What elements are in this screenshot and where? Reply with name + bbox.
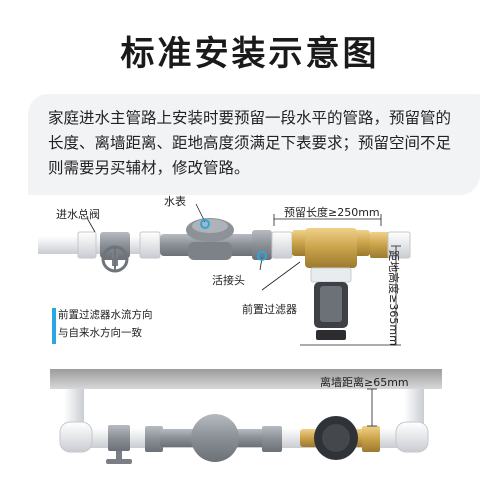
label-union-joint: 活接头 — [212, 274, 245, 287]
elbow — [59, 421, 93, 453]
note-bracket — [52, 308, 56, 344]
callout-dot — [200, 219, 210, 229]
lower-coupling — [262, 426, 282, 452]
label-floor-height: 距地高度≥365mm — [386, 250, 400, 346]
lower-coupling — [145, 426, 163, 452]
pipe-coupling — [387, 231, 411, 259]
label-pre-filter: 前置过滤器 — [242, 303, 297, 316]
elbow — [395, 421, 429, 453]
label-water-meter: 水表 — [164, 195, 186, 208]
main-valve — [100, 232, 130, 273]
lower-brass-coupling — [362, 426, 380, 452]
wall — [50, 369, 442, 389]
label-wall-distance: 离墙距离≥65mm — [320, 376, 409, 389]
pipe-coupling — [139, 231, 161, 259]
upper-pipe-assembly — [38, 203, 411, 346]
water-meter — [160, 218, 260, 260]
label-reserved-length: 预留长度≥250mm — [284, 206, 380, 219]
lower-valve — [108, 425, 130, 451]
intro-text: 家庭进水主管路上安装时要预留一段水平的管路，预留管的长度、离墙距离、距地高度须满… — [28, 94, 480, 195]
lower-pipe-assembly — [50, 369, 442, 464]
callout-dot — [257, 251, 267, 261]
lower-water-meter — [191, 414, 239, 462]
union-joint — [252, 230, 272, 260]
pipe-coupling — [271, 231, 293, 259]
pipe-coupling — [77, 231, 97, 259]
label-main-valve: 进水总阀 — [56, 208, 100, 221]
flow-direction-note: 前置过滤器水流方向与自来水方向一致 — [58, 309, 153, 339]
brass-coupling — [370, 232, 390, 258]
pre-filter — [292, 228, 370, 340]
page-title: 标准安装示意图 — [120, 34, 380, 74]
